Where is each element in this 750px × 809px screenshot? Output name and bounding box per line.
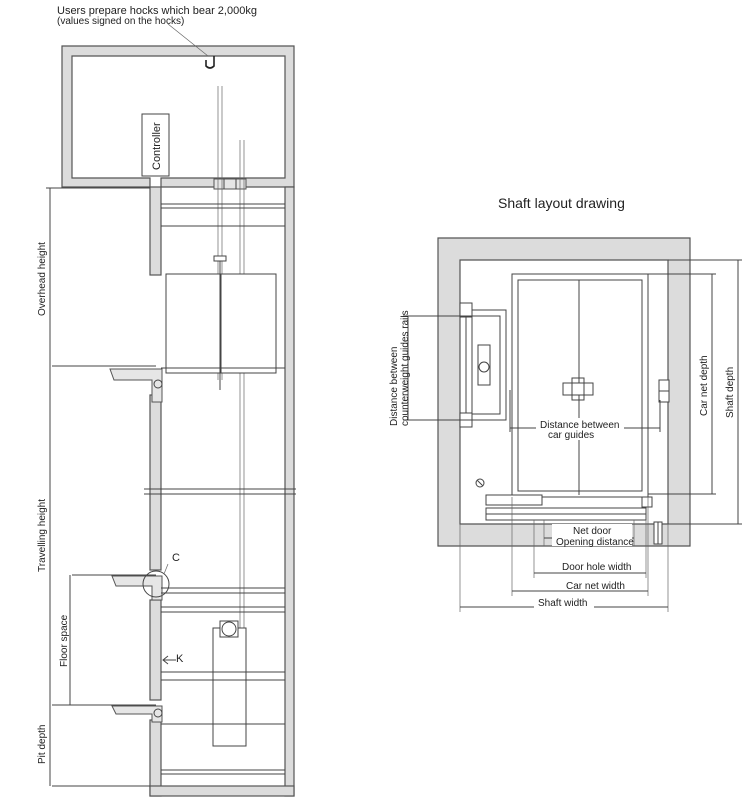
plan-view: Shaft layout drawing Di [389,195,742,612]
counterweight [212,627,247,747]
machine-beam [213,178,247,190]
mark-c: C [172,552,180,564]
cwt-rails-distance-line2: counterweight guides rails [400,310,411,426]
controller-label: Controller [151,122,163,170]
machine-room-wall [61,45,295,188]
shaft-wall-left-mid [149,394,162,571]
hook-note-line2: (values signed on the hocks) [57,16,184,27]
section-view: Controller Users prepare hocks which bea… [37,5,296,797]
pit-floor [149,785,295,797]
landing-sill-middle [111,575,163,601]
car-guides-distance-line1: Distance between [540,420,620,431]
pit-wall-left [149,719,162,797]
landing-sill-lower [111,705,163,723]
shaft-width-label: Shaft width [538,598,587,609]
net-door-line2: Opening distance [556,537,634,548]
net-door-line1: Net door [573,526,612,537]
car-net-depth-label: Car net depth [699,355,710,416]
landing-sill-upper [109,368,163,403]
shaft-wall-right [284,186,295,797]
cwt-rails-distance-line1: Distance between [389,347,400,427]
mark-k: K [176,653,184,665]
overhead-height-label: Overhead height [37,242,48,316]
car-net-width-label: Car net width [566,581,625,592]
hook-icon [205,56,215,69]
travelling-height-label: Travelling height [37,499,48,572]
door-hole-width-label: Door hole width [562,562,631,573]
drawing-title: Shaft layout drawing [498,195,625,211]
controller-box [141,113,170,177]
detail-circle-c [142,570,170,598]
shaft-wall-left-upper [149,186,162,276]
car-guides-distance-line2: car guides [548,430,594,441]
floor-space-label: Floor space [59,614,70,667]
hook-note-line1: Users prepare hocks which bear 2,000kg [57,5,257,17]
shaft-depth-label: Shaft depth [725,367,736,418]
pit-depth-label: Pit depth [37,725,48,764]
shaft-wall-left-lower [149,599,162,701]
